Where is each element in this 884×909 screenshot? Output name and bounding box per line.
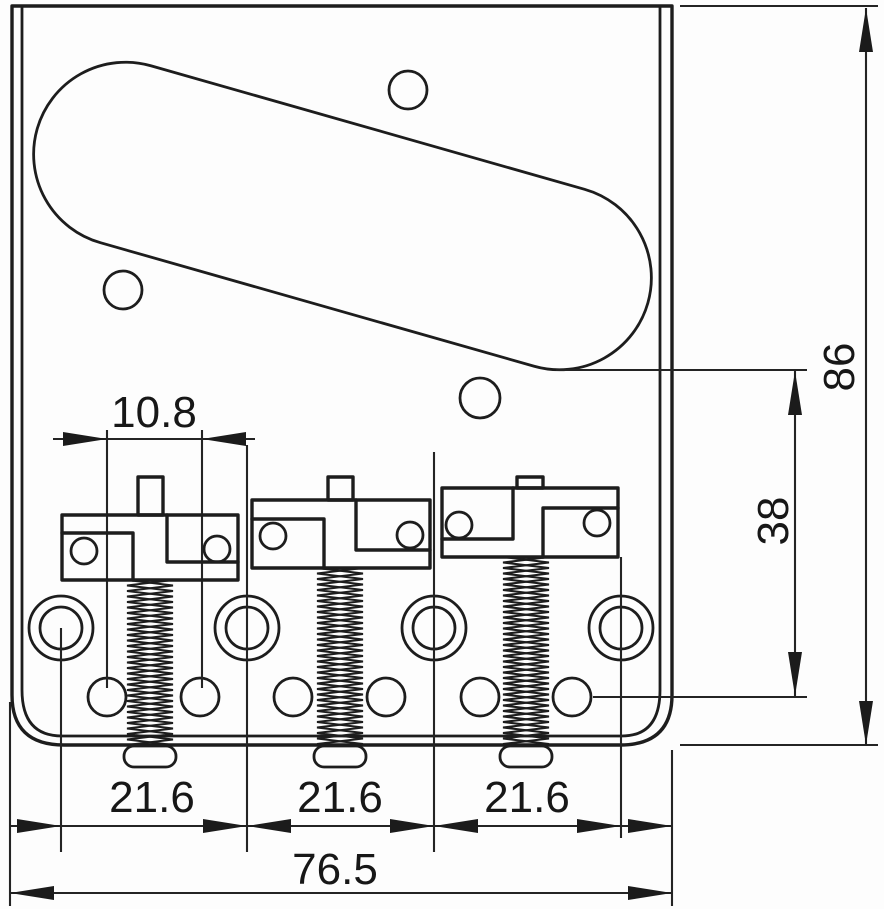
arrowhead: [247, 819, 291, 833]
string-hole: [459, 676, 501, 718]
plate-screw-hole: [458, 376, 502, 420]
dim-label-cutout-to-holes: 38: [749, 497, 798, 546]
saddle-screw-hole: [258, 521, 288, 551]
saddle-3: [440, 475, 620, 559]
screw-thread: [316, 566, 364, 746]
extension-lines: [8, 4, 878, 906]
pickup-cutout: [32, 60, 653, 372]
arrowhead: [859, 8, 873, 52]
arrowhead: [628, 886, 672, 900]
arrowhead: [10, 886, 54, 900]
saddle-2: [250, 475, 432, 570]
arrowhead: [859, 701, 873, 745]
arrowhead: [788, 371, 802, 415]
mount-holes: [27, 594, 655, 662]
saddle-1: [60, 475, 240, 582]
saddle-screw-hole: [582, 508, 612, 538]
arrowhead: [63, 432, 107, 446]
dim-label-mount-spacing-2: 21.6: [297, 773, 383, 822]
intonation-screw-3: [498, 555, 554, 769]
saddle-tab: [136, 475, 165, 517]
string-hole: [551, 676, 593, 718]
arrowhead: [390, 819, 434, 833]
dim-label-saddle-string-spacing: 10.8: [111, 388, 197, 437]
dimension-labels: 10.8 21.6 21.6 21.6 76.5 86 38: [109, 343, 864, 894]
string-hole: [365, 676, 407, 718]
arrowhead: [434, 819, 478, 833]
screw-thread: [126, 578, 174, 747]
saddle-step-left: [60, 531, 135, 582]
plate-screw-hole: [102, 269, 144, 311]
arrowhead: [202, 432, 246, 446]
arrowhead: [788, 652, 802, 696]
saddle-step-left: [440, 486, 515, 541]
string-hole: [272, 676, 314, 718]
screw-thread: [126, 578, 174, 747]
saddle-step-left: [250, 517, 326, 570]
screw-thread: [502, 555, 550, 746]
intonation-screw-1: [122, 578, 178, 769]
plate-screw-hole: [387, 69, 429, 111]
dim-label-plate-width: 76.5: [292, 845, 378, 894]
string-hole: [179, 676, 221, 718]
plate-outer-edge: [10, 4, 674, 747]
screw-thread: [502, 555, 550, 746]
saddle-body: [250, 498, 432, 570]
dimension-lines: [10, 8, 873, 900]
screw-head: [122, 744, 178, 769]
saddle-tab: [326, 475, 355, 502]
saddle-step-right: [354, 498, 432, 552]
saddle-tab: [515, 475, 545, 490]
arrowhead: [628, 819, 672, 833]
screw-thread: [316, 566, 364, 746]
saddle-screw-hole: [395, 520, 425, 550]
bridge-plate-outline: [10, 4, 674, 747]
arrowhead: [577, 819, 621, 833]
arrowhead: [203, 819, 247, 833]
screw-head: [498, 744, 554, 769]
saddle-screw-hole: [444, 510, 474, 540]
saddle-step-right: [541, 506, 620, 559]
screw-head: [312, 744, 368, 769]
arrowhead: [17, 819, 61, 833]
saddle-screw-hole: [202, 534, 232, 564]
intonation-screw-2: [312, 566, 368, 769]
saddle-body: [440, 486, 620, 559]
dim-label-mount-spacing-1: 21.6: [109, 773, 195, 822]
saddle-body: [60, 513, 240, 582]
saddle-screw-hole: [69, 536, 99, 566]
dim-label-mount-spacing-3: 21.6: [484, 773, 570, 822]
dim-label-plate-length: 86: [815, 343, 864, 392]
